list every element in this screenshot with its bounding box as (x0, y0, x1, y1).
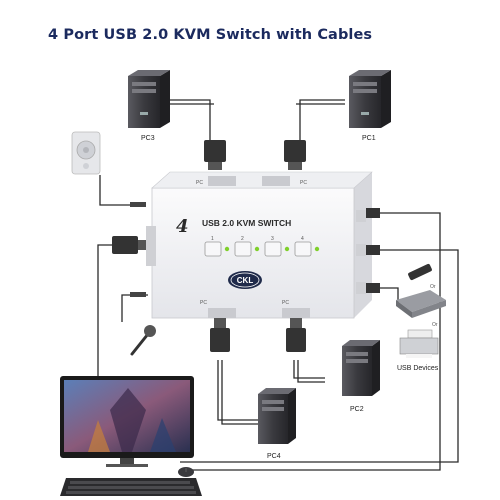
port-button-3[interactable] (264, 241, 282, 257)
vga-connector-bottom-left-icon (210, 318, 230, 352)
model-text: USB 2.0 KVM SWITCH (202, 218, 291, 228)
svg-text:PC: PC (282, 300, 289, 306)
pc2-label: PC2 (350, 406, 364, 413)
pc3-tower-icon (128, 70, 170, 128)
pc4-label: PC4 (267, 453, 281, 460)
port-button-1[interactable] (204, 241, 222, 257)
printer-icon (399, 329, 439, 358)
led-2-icon (254, 246, 260, 252)
usb-devices-label: USB Devices (397, 365, 439, 372)
led-4-icon (314, 246, 320, 252)
page-title: 4 Port USB 2.0 KVM Switch with Cables (48, 27, 373, 43)
port-buttons (204, 241, 320, 257)
switch-bottom-ports: PC PC (200, 300, 310, 318)
audio-jack-icons (130, 202, 146, 297)
pc4-tower-icon (258, 388, 296, 444)
svg-text:PC: PC (196, 180, 203, 186)
usb-flash-drive-icon (408, 263, 432, 281)
scanner-icon (396, 290, 446, 318)
keyboard-icon (60, 478, 202, 496)
vga-connector-bottom-right-icon (286, 318, 306, 352)
monitor-icon (60, 376, 194, 467)
logo-text: CKL (237, 276, 254, 285)
mouse-icon (178, 467, 194, 477)
cables (97, 99, 459, 471)
vga-connector-left-icon (112, 236, 146, 254)
port-button-label-4: 4 (301, 236, 304, 242)
or-label-2: Or (432, 322, 438, 328)
speaker-icon (71, 131, 101, 175)
usb-connector-icons (366, 208, 380, 293)
port-button-4[interactable] (294, 241, 312, 257)
pc1-tower-icon (349, 70, 391, 128)
svg-text:PC: PC (200, 300, 207, 306)
vga-connector-top-left-icon (204, 140, 226, 170)
pc1-label: PC1 (362, 135, 376, 142)
vga-connector-top-right-icon (284, 140, 306, 170)
port-button-label-3: 3 (271, 236, 274, 242)
port-count-mark: 4 (176, 216, 189, 237)
port-button-2[interactable] (234, 241, 252, 257)
pc2-tower-icon (342, 340, 380, 396)
port-button-label-2: 2 (241, 236, 244, 242)
led-3-icon (284, 246, 290, 252)
port-button-label-1: 1 (211, 236, 214, 242)
svg-text:PC: PC (300, 180, 307, 186)
led-1-icon (224, 246, 230, 252)
microphone-icon (130, 325, 156, 356)
kvm-switch-body: PC PC (146, 171, 373, 319)
ckl-logo (228, 271, 262, 289)
pc3-label: PC3 (141, 135, 155, 142)
or-label-1: Or (430, 284, 436, 290)
